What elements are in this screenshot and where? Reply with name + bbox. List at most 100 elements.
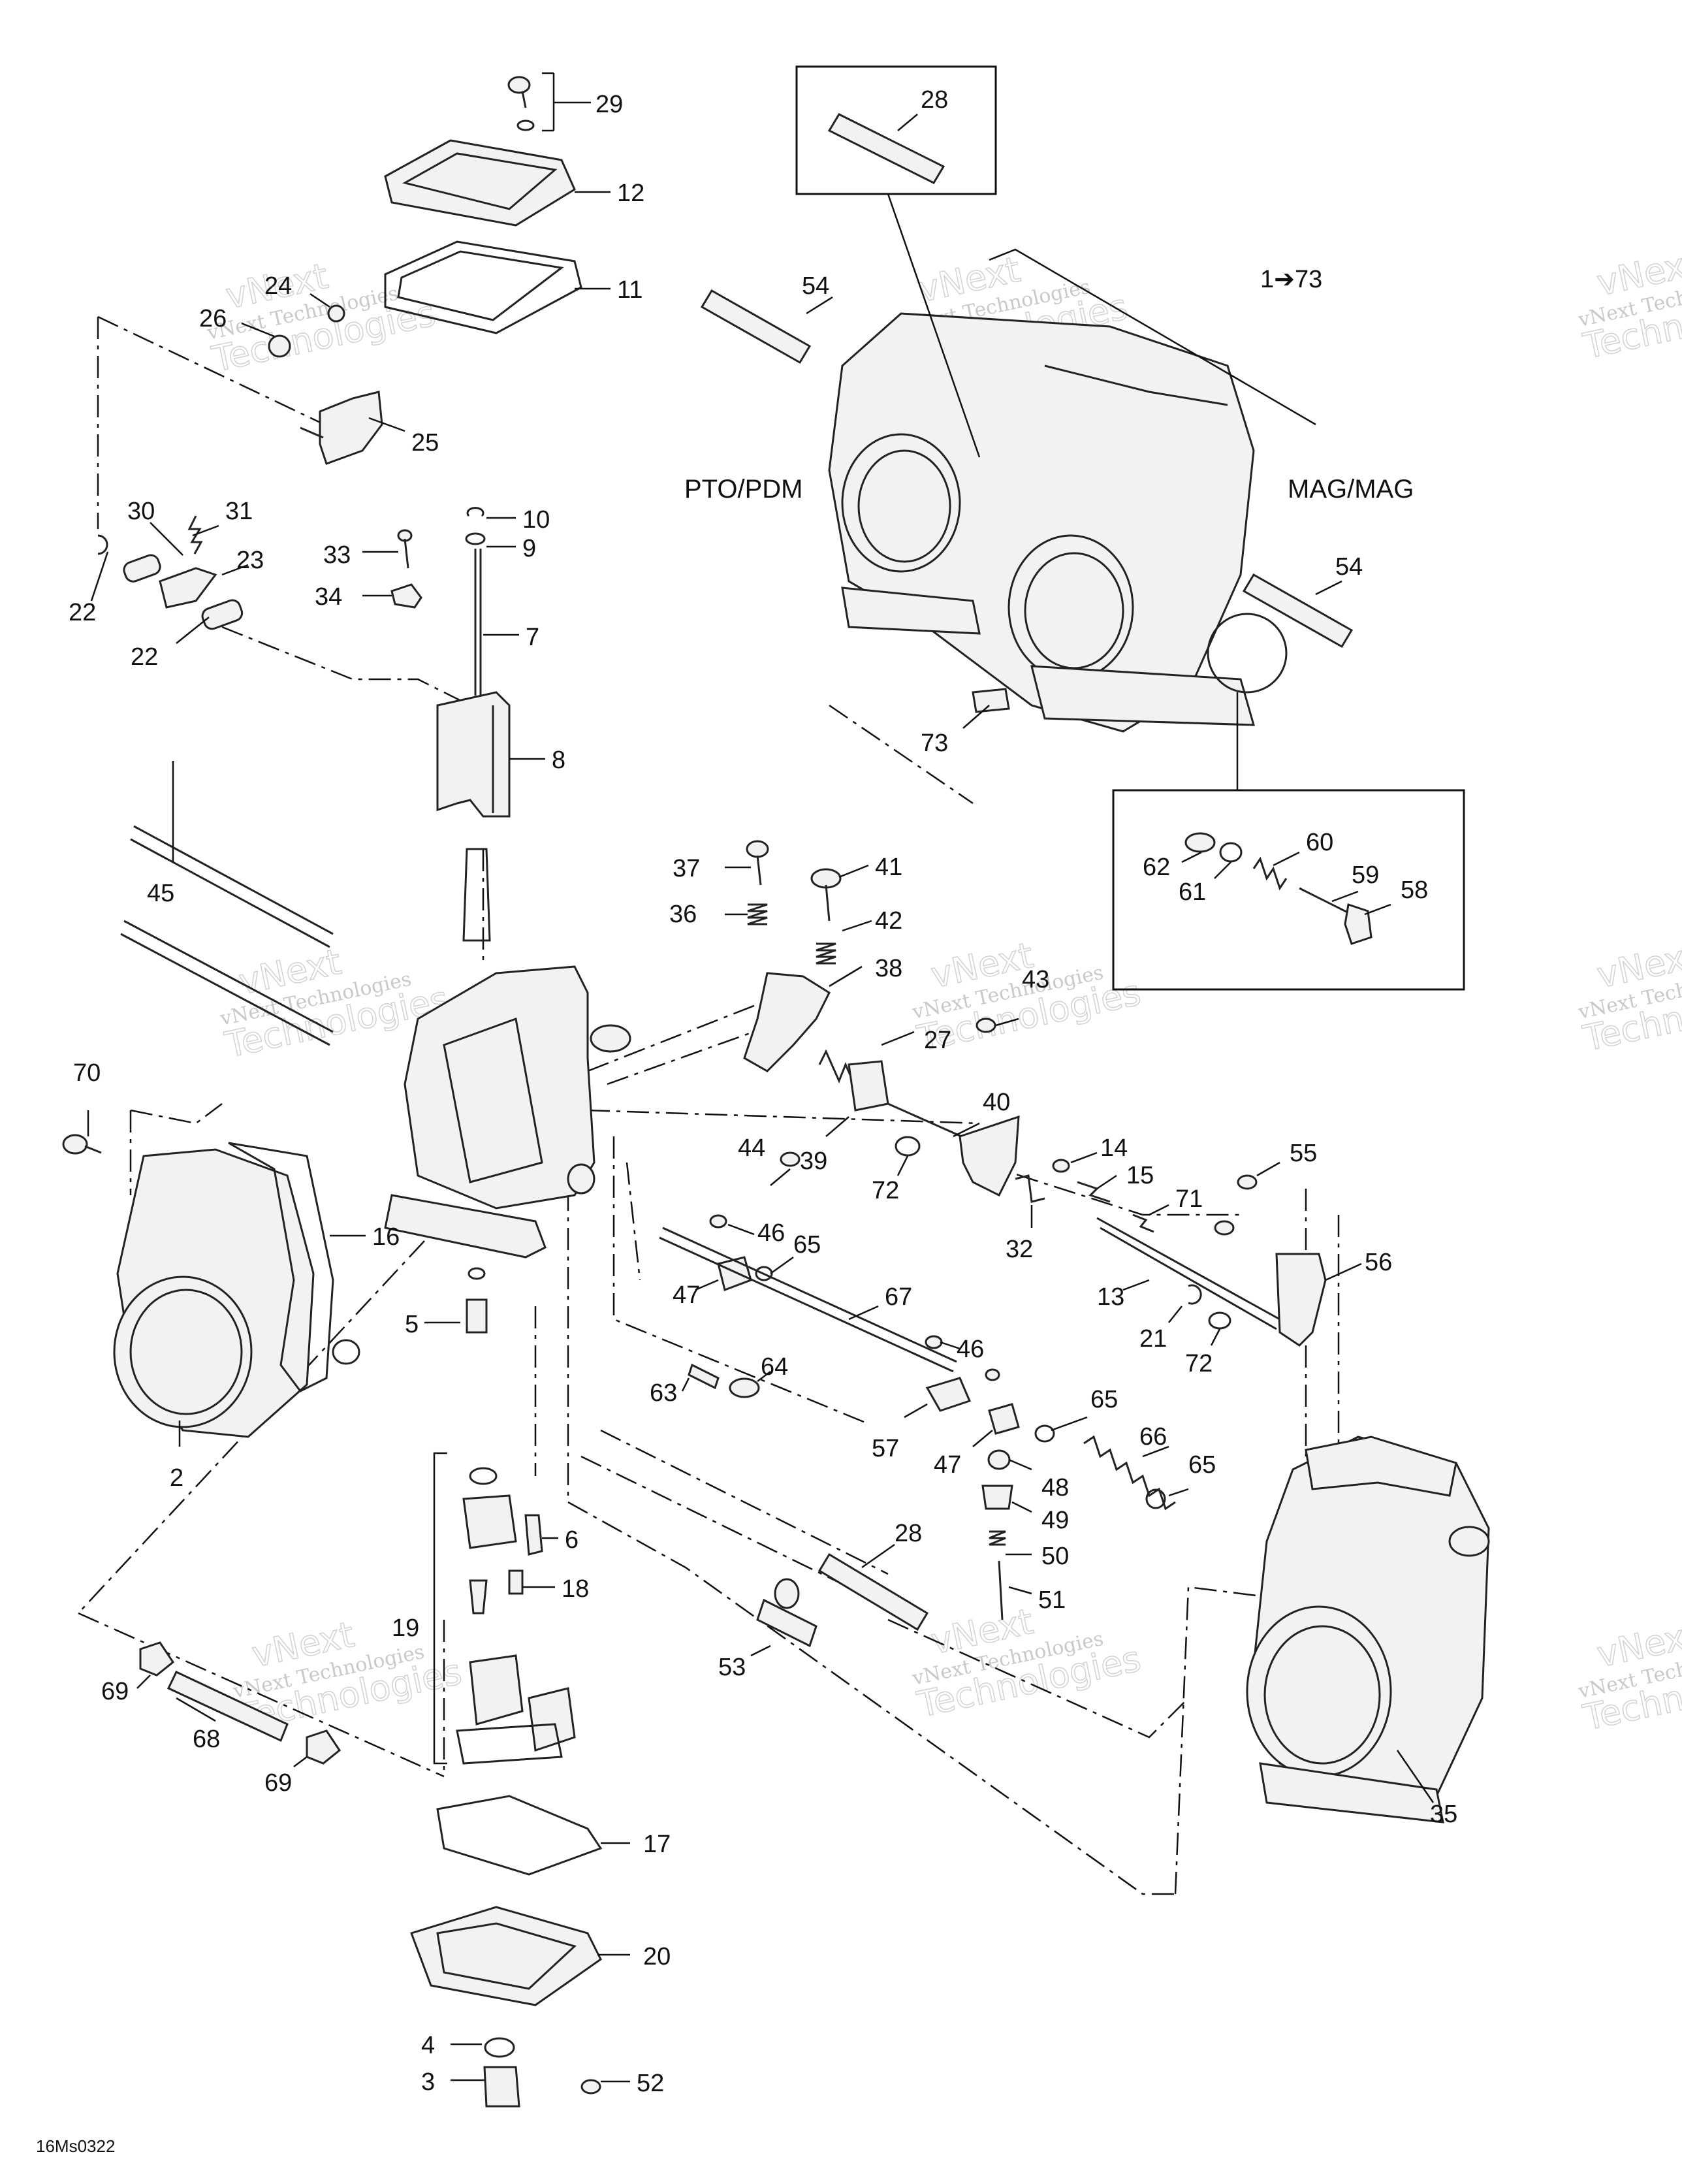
callout-8: 8 (552, 747, 565, 774)
screw-63 (688, 1363, 720, 1390)
callout-6: 6 (565, 1526, 579, 1554)
spring-66 (1083, 1435, 1176, 1511)
carburetor-body (404, 965, 595, 1210)
screw-46-lower (925, 1335, 943, 1349)
float-19 (469, 1654, 524, 1726)
callout-67: 67 (885, 1283, 912, 1311)
screw-43 (976, 1018, 996, 1033)
screw-46-upper (709, 1214, 727, 1228)
callout-54-left: 54 (802, 272, 829, 300)
screw-44 (780, 1151, 801, 1167)
callout-69-lower: 69 (264, 1769, 292, 1797)
callout-3: 3 (421, 2068, 435, 2096)
callout-57: 57 (872, 1435, 899, 1462)
figure-code: 16Ms0322 (36, 2136, 115, 2156)
callout-72-upper: 72 (872, 1177, 899, 1204)
lever-40 (959, 1115, 1020, 1197)
callout-65-upper: 65 (793, 1231, 821, 1259)
spring-60 (1252, 856, 1288, 891)
callout-9: 9 (522, 535, 536, 562)
parts (62, 76, 1490, 2108)
callout-29: 29 (595, 91, 623, 118)
callout-15: 15 (1126, 1162, 1154, 1189)
jet-18 (508, 1569, 524, 1595)
bracket-56 (1275, 1253, 1327, 1347)
spring-71 (1132, 1213, 1154, 1233)
callout-40: 40 (983, 1089, 1010, 1116)
cap-48 (987, 1449, 1011, 1470)
bracket-57 (925, 1377, 972, 1412)
plug-3 (483, 2066, 520, 2108)
screw-49 (981, 1485, 1013, 1510)
spring-50 (989, 1530, 1006, 1546)
section-label-mag: MAG/MAG (1288, 475, 1414, 504)
callout-73: 73 (921, 730, 948, 757)
callout-34: 34 (315, 583, 342, 611)
screw-37 (746, 840, 769, 858)
spring-42 (816, 942, 836, 965)
callout-63: 63 (650, 1379, 677, 1407)
screw-33 (404, 538, 409, 569)
callout-69-upper: 69 (101, 1678, 129, 1705)
callout-1-73: 1➔73 (1260, 266, 1322, 293)
callout-41: 41 (875, 854, 902, 881)
callout-38: 38 (875, 955, 902, 982)
bracket-38 (743, 972, 831, 1072)
callout-5: 5 (405, 1311, 419, 1338)
clip-10 (466, 507, 484, 517)
callout-27: 27 (924, 1027, 951, 1054)
callout-60: 60 (1306, 829, 1333, 856)
hose-68 (167, 1671, 289, 1742)
callout-58: 58 (1401, 876, 1428, 904)
callout-11: 11 (617, 276, 643, 304)
callout-23: 23 (236, 547, 264, 574)
needle-51 (998, 1560, 1004, 1620)
callout-72-lower: 72 (1185, 1350, 1213, 1377)
callout-13: 13 (1097, 1283, 1124, 1311)
clamp-69-upper (139, 1641, 175, 1677)
callout-65-mid: 65 (1090, 1386, 1118, 1413)
callout-35: 35 (1430, 1801, 1457, 1828)
callout-17: 17 (643, 1831, 671, 1858)
screw-14 (1052, 1159, 1070, 1173)
screw-55-lower (1214, 1220, 1235, 1236)
clamp-69-lower (306, 1729, 341, 1765)
washer-72-upper (895, 1136, 921, 1157)
callout-42: 42 (875, 907, 902, 935)
clip-30 (97, 534, 108, 555)
screw-58 (1344, 903, 1373, 945)
screw-45-upper (133, 825, 334, 935)
hose-28-lower (817, 1552, 929, 1631)
callout-62: 62 (1143, 854, 1170, 881)
clip-34 (390, 583, 422, 609)
washer-65-mid (1034, 1424, 1055, 1443)
pilot-jet-6 (524, 1514, 543, 1556)
callout-2: 2 (170, 1464, 183, 1492)
gasket-11 (384, 240, 582, 334)
callout-48: 48 (1041, 1474, 1069, 1502)
callout-26: 26 (199, 305, 227, 332)
washer-61 (1219, 842, 1243, 863)
plate-22-lower (201, 599, 244, 630)
fitting-53 (756, 1598, 817, 1648)
screw-52 (580, 2079, 601, 2095)
needle-jet (462, 848, 491, 942)
callout-10: 10 (522, 506, 550, 534)
rod-67 (662, 1227, 957, 1363)
gasket-17 (436, 1795, 603, 1876)
clip-21 (1188, 1284, 1202, 1305)
callout-47-upper: 47 (673, 1281, 700, 1309)
section-label-pto: PTO/PDM (684, 475, 803, 504)
hose-28-upper (827, 113, 945, 184)
callout-labels: 29 12 11 24 26 25 30 31 23 22 22 33 34 1… (36, 86, 1457, 2156)
washer-65-lower (1145, 1488, 1166, 1509)
callout-14: 14 (1100, 1134, 1128, 1162)
callout-49: 49 (1041, 1507, 1069, 1534)
nut-26 (268, 334, 291, 358)
callout-51: 51 (1038, 1586, 1066, 1614)
screw-70 (62, 1134, 88, 1155)
spring-15 (1077, 1181, 1111, 1203)
cap-62 (1184, 832, 1216, 853)
callout-68: 68 (193, 1726, 220, 1753)
callout-46-upper: 46 (757, 1219, 785, 1247)
